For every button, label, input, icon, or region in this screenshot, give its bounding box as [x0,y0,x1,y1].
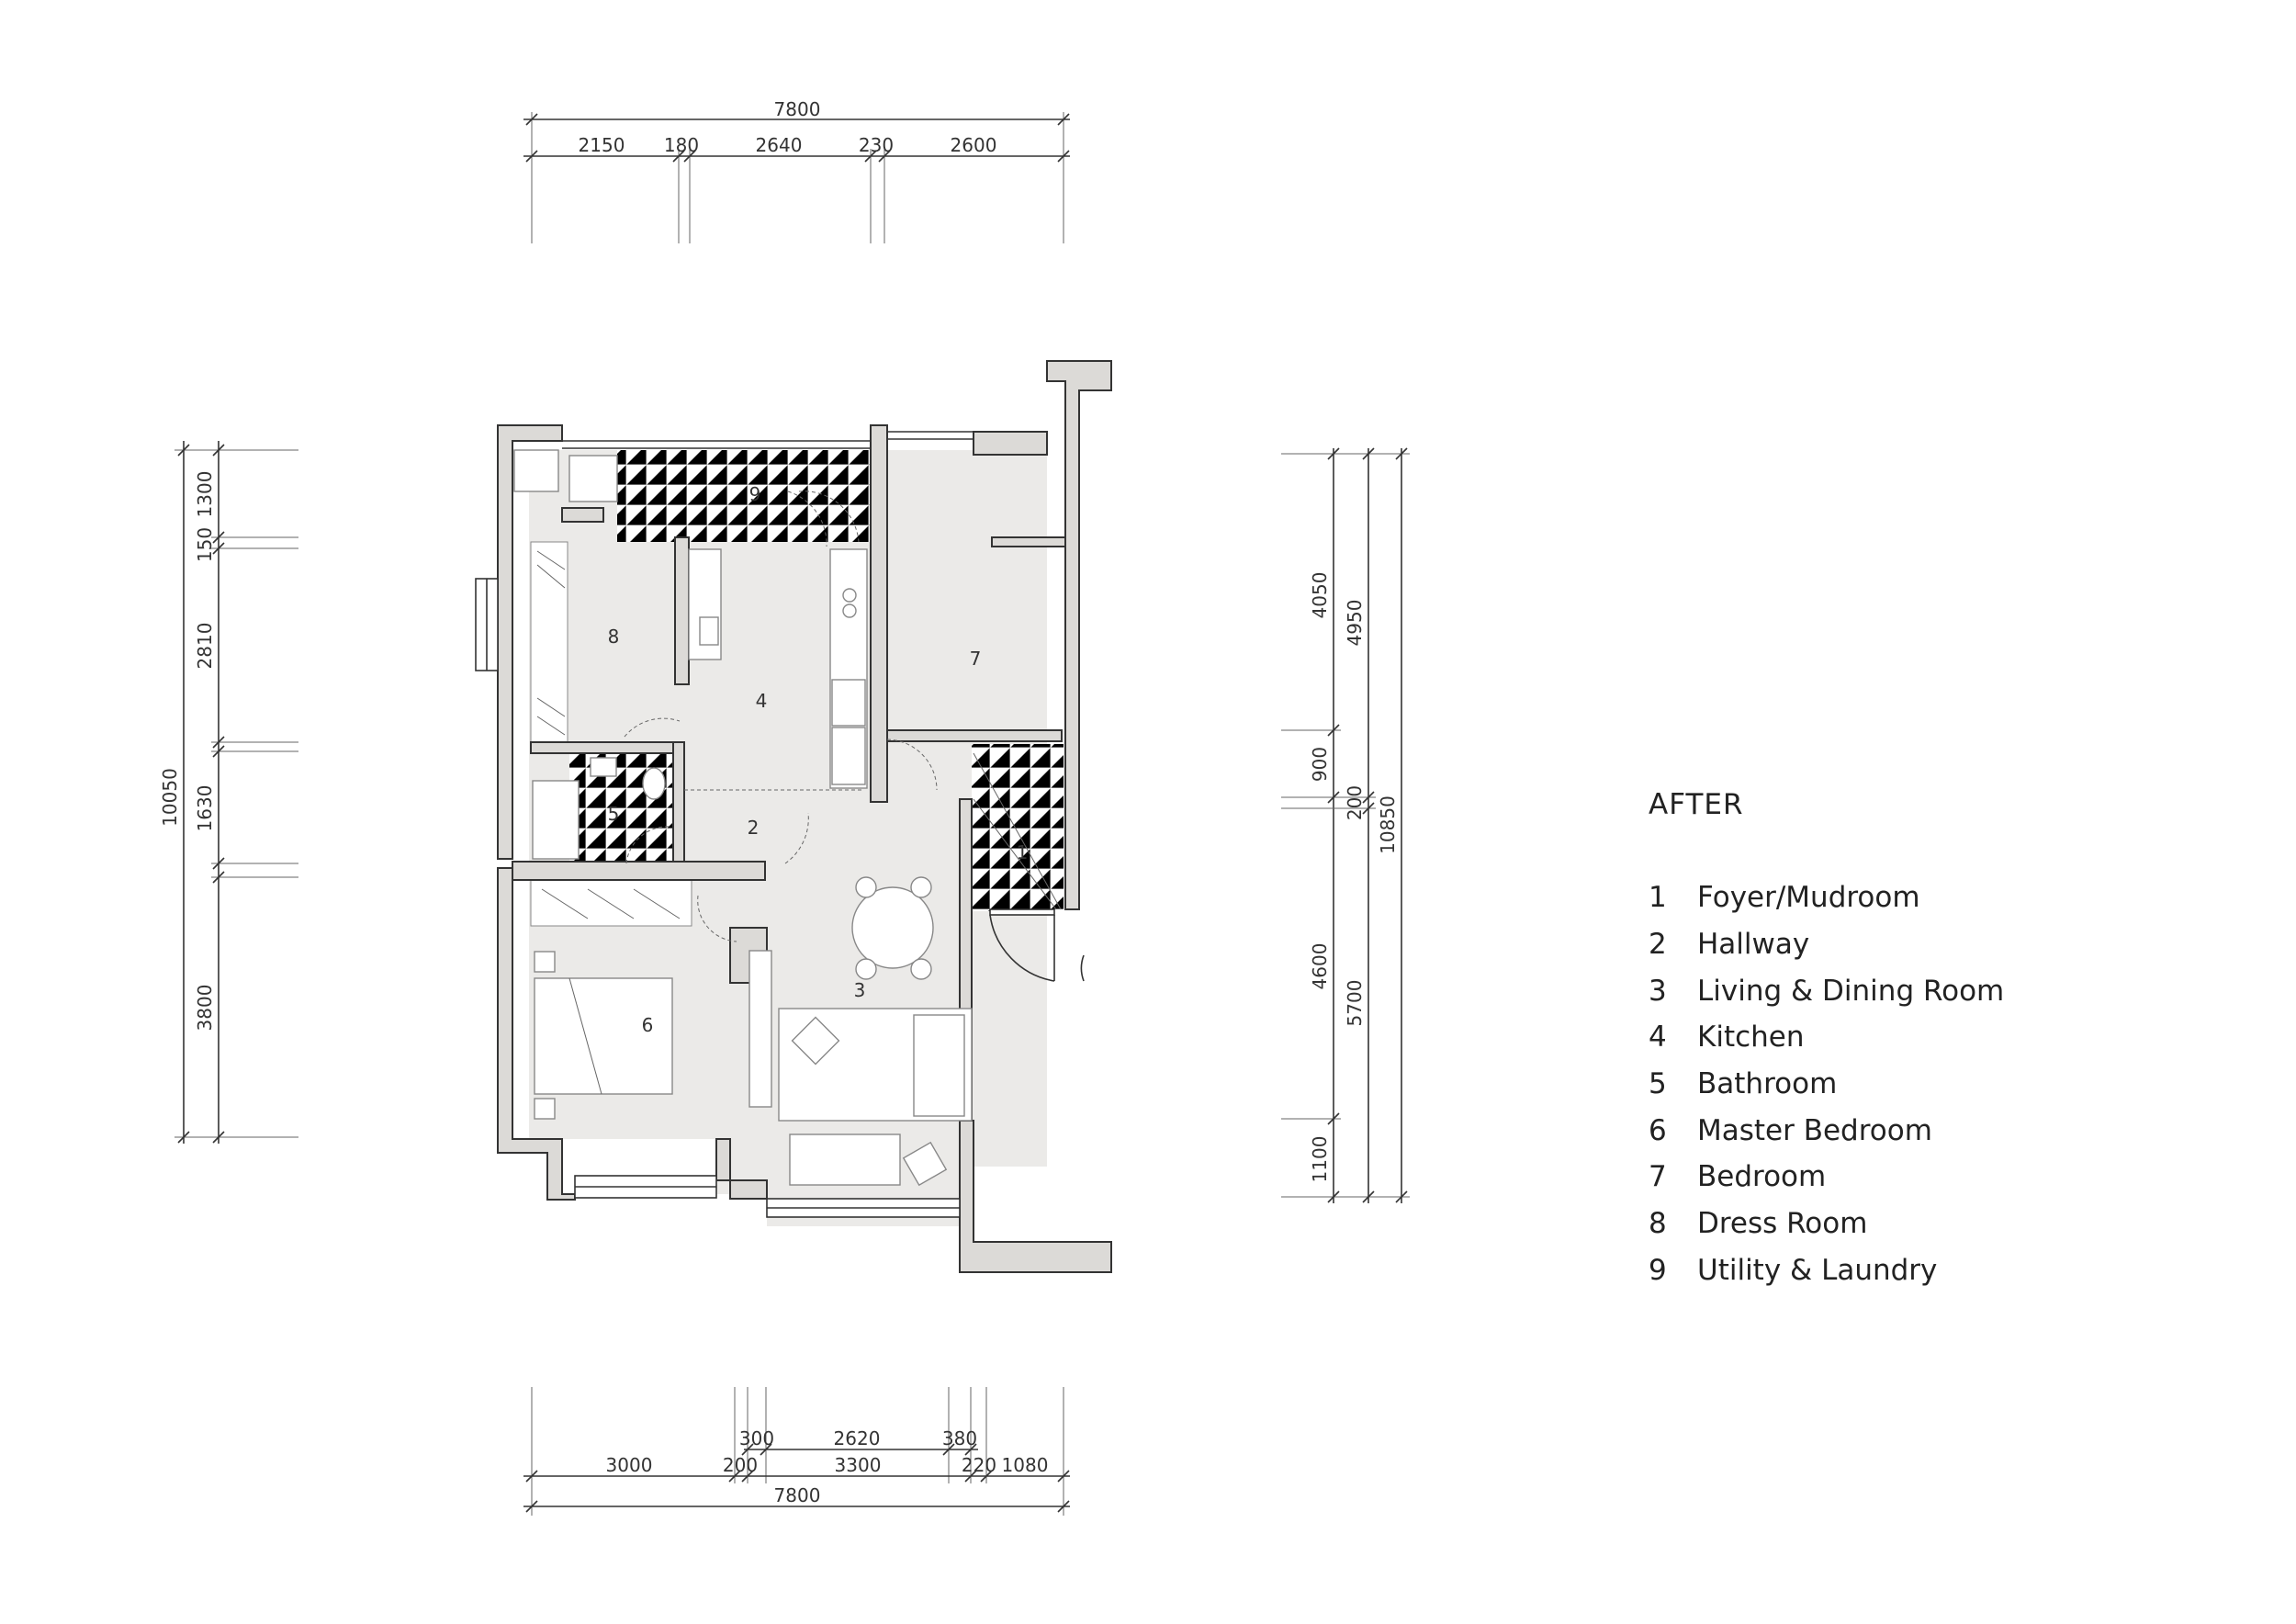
legend-label: Living & Dining Room [1697,974,2005,1008]
wall-left-upper [497,424,563,860]
left-dimension-5: 3800 [194,985,216,1032]
bottom-dimension-chain: 300 2620 380 3000 200 3300 220 1080 7800 [523,1387,1070,1516]
room-number-2: 2 [748,817,760,839]
top-dimension-2: 180 [664,134,699,156]
top-dimension-4: 230 [859,134,894,156]
legend-title: AFTER [1649,788,1744,821]
legend-item: 6 Master Bedroom [1649,1107,2108,1154]
room-number-4: 4 [756,690,768,712]
bottom-dimension-4: 3000 [606,1454,653,1476]
left-dimension-4: 1630 [194,785,216,832]
room-number-6: 6 [642,1014,654,1036]
entry-door [989,908,1085,982]
right-dimension-6: 200 [1344,785,1366,820]
legend-label: Foyer/Mudroom [1697,881,1920,915]
legend-item: 3 Living & Dining Room [1649,967,2108,1014]
legend-number: 7 [1649,1160,1667,1194]
legend-number: 4 [1649,1021,1667,1054]
legend-item: 8 Dress Room [1649,1201,2108,1247]
legend-label: Bedroom [1697,1160,1827,1194]
wall-bedroom-top [512,861,766,881]
legend-item: 2 Hallway [1649,921,2108,968]
wall-bottom-right [959,1120,1112,1273]
legend-label: Dress Room [1697,1207,1868,1241]
right-dimension-7: 5700 [1344,980,1366,1027]
bottom-total-dimension: 7800 [774,1484,821,1506]
wall-bedroom-bottom [886,729,1063,742]
right-total-dimension: 10850 [1377,795,1399,854]
wall-right [1046,360,1112,910]
legend-item: 4 Kitchen [1649,1014,2108,1061]
room-number-7: 7 [970,648,982,670]
room-number-8: 8 [608,626,620,648]
wall-partition-bedroom [870,424,888,803]
window-bottom [574,1175,961,1218]
legend-item: 7 Bedroom [1649,1154,2108,1201]
room-number-5: 5 [608,803,620,825]
right-dimension-1: 4050 [1309,572,1331,619]
legend-number: 6 [1649,1113,1667,1147]
wall-bath-right [672,741,685,863]
bottom-dimension-5: 200 [723,1454,758,1476]
right-dimension-3: 4600 [1309,943,1331,990]
bottom-dimension-8: 1080 [1002,1454,1049,1476]
top-dimension-5: 2600 [951,134,997,156]
right-dimension-2: 900 [1309,747,1331,782]
window-left [475,578,499,671]
legend-label: Kitchen [1697,1021,1805,1054]
legend-number: 1 [1649,881,1667,915]
dining-table [851,876,934,980]
legend-item: 9 Utility & Laundry [1649,1247,2108,1294]
bathroom-fixtures [532,757,666,860]
legend-label: Bathroom [1697,1067,1838,1101]
top-total-dimension: 7800 [774,98,821,120]
foyer-tile-floor [972,744,1064,911]
legend-number: 5 [1649,1067,1667,1101]
left-dimension-1: 1300 [194,471,216,518]
right-dimension-5: 4950 [1344,600,1366,647]
bottom-dimension-2: 2620 [834,1427,881,1449]
left-dimension-3: 2810 [194,623,216,670]
legend-number: 8 [1649,1207,1667,1241]
bottom-dimension-6: 3300 [835,1454,882,1476]
left-dimension-2: 150 [194,527,216,562]
bed [534,951,673,1120]
kitchen-counters [688,548,868,789]
wall-kitchen-island [674,536,690,685]
right-dimension-chain: 4050 900 4600 1100 4950 200 5700 10850 [1281,447,1410,1203]
wall-top-right [973,431,1048,456]
apartment-plan: 1 2 3 4 5 6 7 8 9 [475,360,1112,1273]
bottom-dimension-1: 300 [739,1427,774,1449]
legend-number: 9 [1649,1253,1667,1287]
room-number-9: 9 [749,483,761,505]
bottom-dimension-3: 380 [942,1427,977,1449]
closet-hatching [536,550,1062,919]
wall-bedroom-niche [991,536,1066,547]
wall-dress-top [561,507,604,523]
utility-fixtures [513,449,827,547]
room-number-1: 1 [1017,841,1029,863]
legend-item: 5 Bathroom [1649,1061,2108,1108]
utility-tile-floor [617,450,876,542]
legend-number: 3 [1649,974,1667,1008]
left-total-dimension: 10050 [159,768,181,827]
living-furniture [748,950,973,1187]
legend-number: 2 [1649,928,1667,962]
top-dimension-chain: 7800 2150 180 2640 230 2600 [523,98,1070,243]
right-dimension-4: 1100 [1309,1136,1331,1183]
top-dimension-1: 2150 [579,134,625,156]
window-top [562,431,974,449]
legend-item: 1 Foyer/Mudroom [1649,874,2108,921]
top-dimension-3: 2640 [756,134,803,156]
bottom-dimension-7: 220 [962,1454,996,1476]
legend-label: Master Bedroom [1697,1113,1932,1147]
legend-label: Utility & Laundry [1697,1253,1938,1287]
room-legend: AFTER 1 Foyer/Mudroom 2 Hallway 3 Living & … [1649,788,2108,1293]
left-dimension-chain: 10050 1300 150 2810 1630 3800 [159,441,298,1144]
door-swings [624,491,938,942]
legend-label: Hallway [1697,928,1810,962]
room-number-3: 3 [854,979,866,1001]
wall-bath-top [530,741,674,754]
